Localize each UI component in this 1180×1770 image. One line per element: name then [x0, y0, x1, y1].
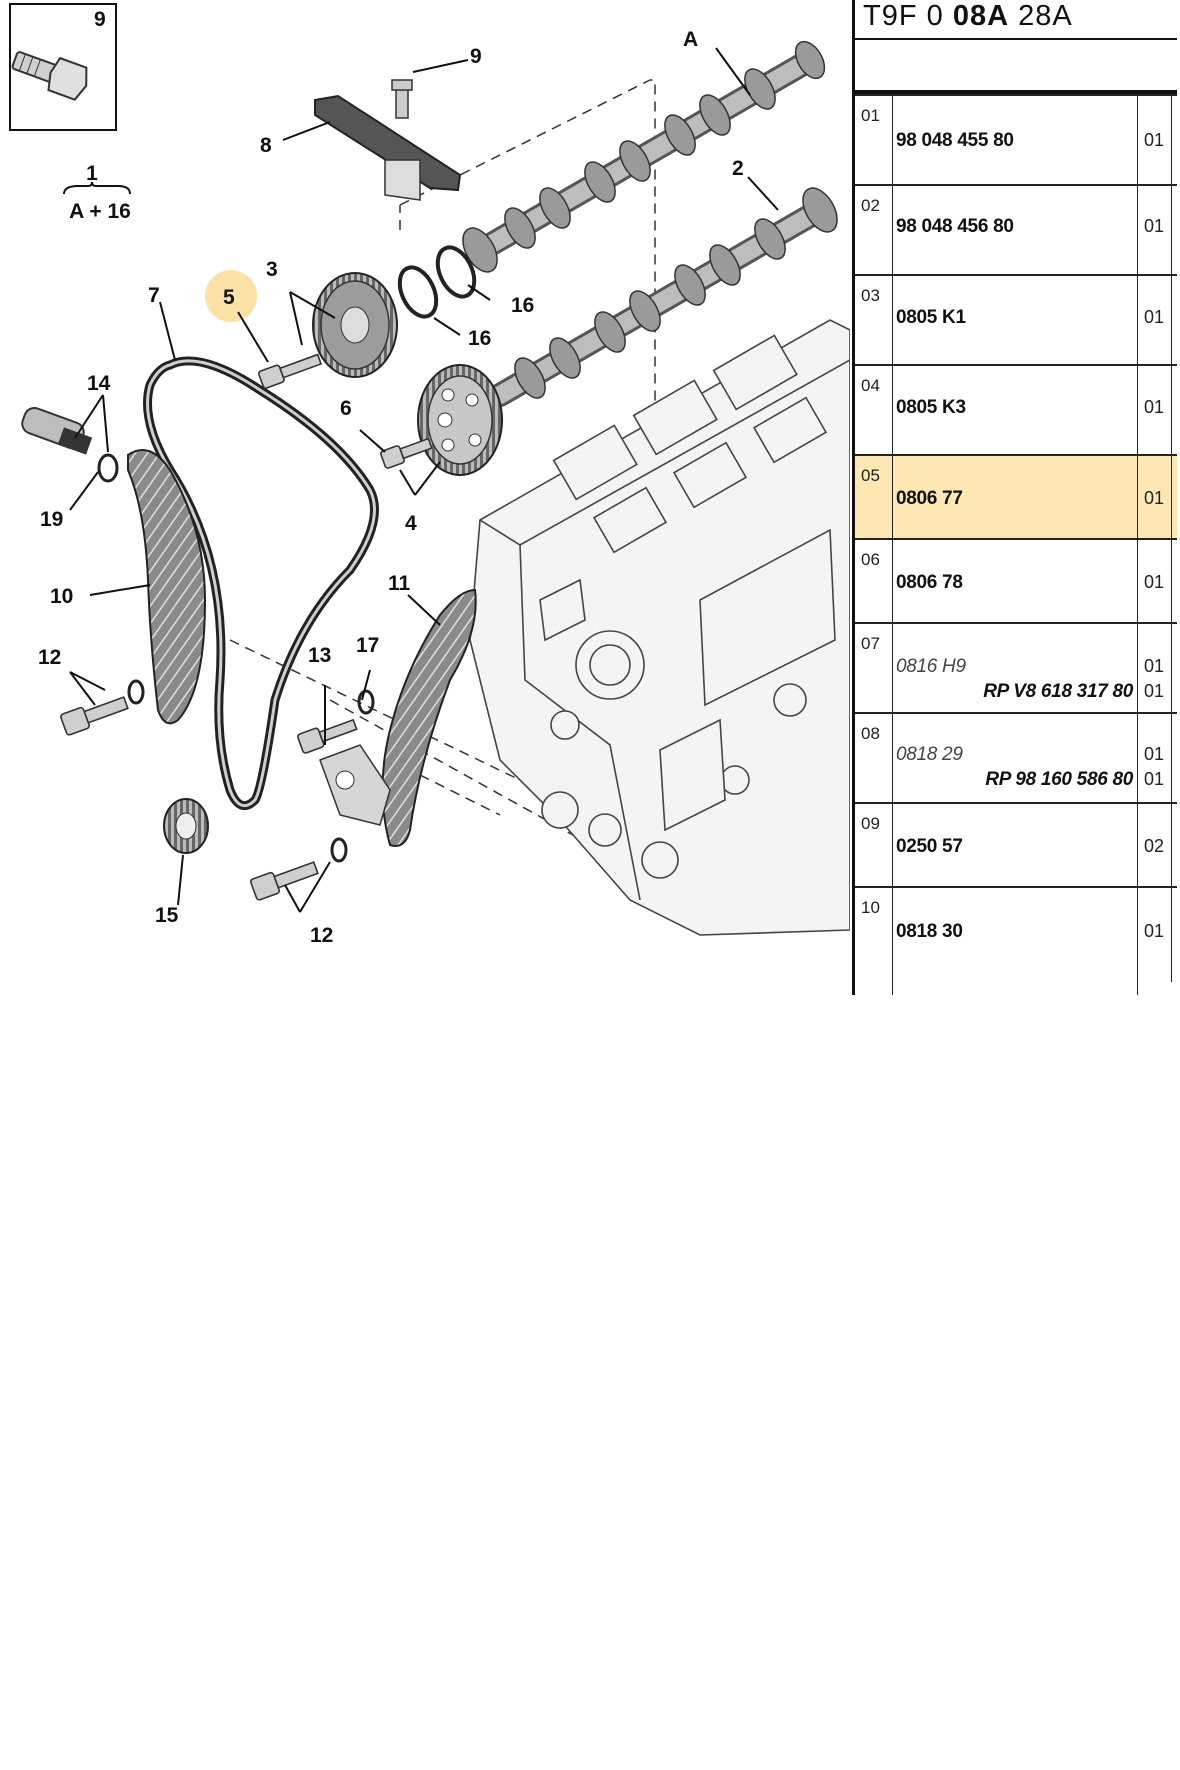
- callout-10: 10: [50, 585, 73, 608]
- callout-4: 4: [405, 512, 417, 535]
- quantity: 01: [1144, 744, 1165, 764]
- part-row-selected[interactable]: 05 0806 77 01: [855, 454, 1177, 540]
- code-suffix: 28A: [1009, 0, 1073, 32]
- exploded-parts-diagram: 9 1 A + 16: [9, 3, 850, 947]
- quantity: 01: [1144, 130, 1165, 150]
- inset-callout: 9: [94, 8, 106, 31]
- chain-tensioner: [21, 406, 119, 483]
- quantity: 01: [1144, 488, 1165, 508]
- callout-6: 6: [340, 397, 352, 420]
- replacement-part-number: RP 98 160 586 80: [985, 769, 1133, 790]
- row-index: 03: [861, 286, 880, 305]
- exhaust-sprocket: [417, 364, 503, 476]
- bolt-inset: 9: [9, 3, 117, 131]
- washers: [127, 679, 375, 863]
- camshaft-intake: [488, 187, 838, 407]
- leader-lines: [69, 47, 779, 913]
- vvt-sprocket: [312, 272, 398, 378]
- part-row[interactable]: 04 0805 K3 01: [855, 364, 1177, 456]
- callout-17: 17: [356, 634, 379, 657]
- quantity: 01: [1144, 656, 1165, 676]
- callout-11: 11: [388, 572, 411, 595]
- part-number: 0806 77: [896, 488, 963, 509]
- part-row[interactable]: 07 0816 H9 01 RP V8 618 317 80 01: [855, 622, 1177, 714]
- part-number: 0805 K3: [896, 397, 966, 418]
- part-row[interactable]: 02 98 048 456 80 01: [855, 184, 1177, 276]
- upper-chain-guide: [314, 79, 462, 201]
- callout-16-upper: 16: [511, 294, 534, 317]
- row-index: 04: [861, 376, 880, 395]
- bolts: [60, 353, 433, 901]
- replacement-quantity: 01: [1144, 681, 1165, 701]
- fixed-guide: [319, 588, 477, 847]
- callout-A: A: [683, 28, 698, 51]
- row-index: 07: [861, 634, 880, 653]
- part-number: 98 048 455 80: [896, 130, 1014, 151]
- quantity: 01: [1144, 307, 1165, 327]
- bolt-icon: [11, 51, 88, 101]
- callout-2: 2: [732, 157, 744, 180]
- part-number: 0806 78: [896, 572, 963, 593]
- callout-12-bottom: 12: [310, 924, 333, 947]
- tensioner-guide: [127, 449, 207, 725]
- code-bold: 08A: [952, 0, 1010, 32]
- part-number: 0816 H9: [896, 656, 966, 677]
- quantity: 01: [1144, 397, 1165, 417]
- row-index: 10: [861, 898, 880, 917]
- engine-block: [469, 319, 850, 936]
- quantity: 02: [1144, 836, 1165, 856]
- row-index: 09: [861, 814, 880, 833]
- table-continuation: [855, 980, 1177, 995]
- callout-7: 7: [148, 284, 160, 307]
- parts-list-panel: T9F 0 08A 28A 01 98 048 455 80 01 02 98 …: [852, 0, 1177, 995]
- part-row[interactable]: 08 0818 29 01 RP 98 160 586 80 01: [855, 712, 1177, 804]
- quantity: 01: [1144, 572, 1165, 592]
- quantity: 01: [1144, 921, 1165, 941]
- code-prefix: T9F 0: [863, 0, 953, 32]
- highlight-marker: [205, 270, 257, 322]
- part-row[interactable]: 09 0250 57 02: [855, 802, 1177, 888]
- row-index: 01: [861, 106, 880, 125]
- callout-12-left: 12: [38, 646, 61, 669]
- part-row[interactable]: 01 98 048 455 80 01: [855, 94, 1177, 186]
- callout-13: 13: [308, 644, 331, 667]
- camshaft-exhaust: [462, 40, 826, 273]
- replacement-quantity: 01: [1144, 769, 1165, 789]
- part-row[interactable]: 06 0806 78 01: [855, 538, 1177, 624]
- group-callout: 1: [86, 162, 98, 185]
- header-divider-thick: [855, 90, 1177, 94]
- callout-3: 3: [266, 258, 278, 281]
- crank-sprocket: [163, 798, 209, 854]
- part-number: 0818 29: [896, 744, 963, 765]
- callout-15: 15: [155, 904, 179, 927]
- part-number: 0818 30: [896, 921, 963, 942]
- part-row[interactable]: 10 0818 30 01: [855, 886, 1177, 982]
- quantity: 01: [1144, 216, 1165, 236]
- part-number: 98 048 456 80: [896, 216, 1014, 237]
- row-index: 08: [861, 724, 880, 743]
- o-rings: [397, 245, 477, 319]
- row-index: 05: [861, 466, 880, 485]
- callout-19: 19: [40, 508, 63, 531]
- header-divider: [855, 38, 1177, 40]
- callout-5: 5: [223, 286, 235, 309]
- row-index: 02: [861, 196, 880, 215]
- callout-16-lower: 16: [468, 327, 491, 350]
- group-formula: A + 16: [69, 200, 131, 223]
- replacement-part-number: RP V8 618 317 80: [983, 681, 1133, 702]
- row-index: 06: [861, 550, 880, 569]
- callout-8: 8: [260, 134, 272, 157]
- part-number: 0805 K1: [896, 307, 966, 328]
- part-number: 0250 57: [896, 836, 963, 857]
- callout-14: 14: [87, 372, 111, 395]
- diagram-reference-code: T9F 0 08A 28A: [863, 0, 1073, 33]
- part-row[interactable]: 03 0805 K1 01: [855, 274, 1177, 366]
- callout-9: 9: [470, 45, 482, 68]
